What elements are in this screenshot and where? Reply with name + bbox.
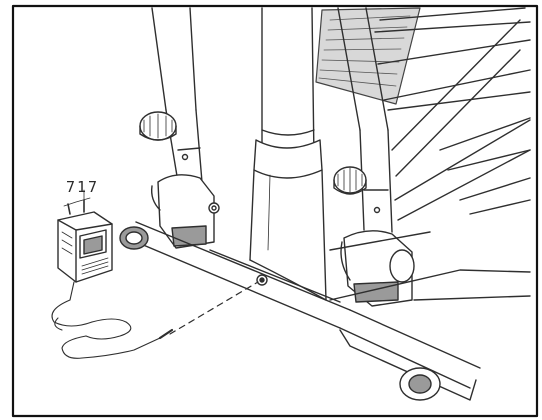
callout-label: 717 bbox=[66, 178, 100, 196]
right-pivot bbox=[340, 230, 415, 307]
rear-rails bbox=[374, 7, 531, 215]
front-left-cap bbox=[119, 226, 149, 250]
base-frame bbox=[121, 221, 531, 389]
power-adapter bbox=[57, 189, 113, 283]
left-pivot bbox=[150, 174, 220, 249]
left-knob bbox=[139, 111, 177, 141]
left-upright bbox=[151, 7, 203, 183]
power-jack bbox=[256, 274, 268, 286]
power-cord bbox=[51, 281, 174, 359]
right-knob bbox=[333, 166, 367, 195]
center-mast bbox=[249, 7, 327, 301]
right-arm bbox=[391, 19, 531, 221]
connection-line bbox=[169, 281, 259, 335]
border bbox=[11, 4, 539, 418]
front-right-wheel bbox=[339, 329, 477, 401]
